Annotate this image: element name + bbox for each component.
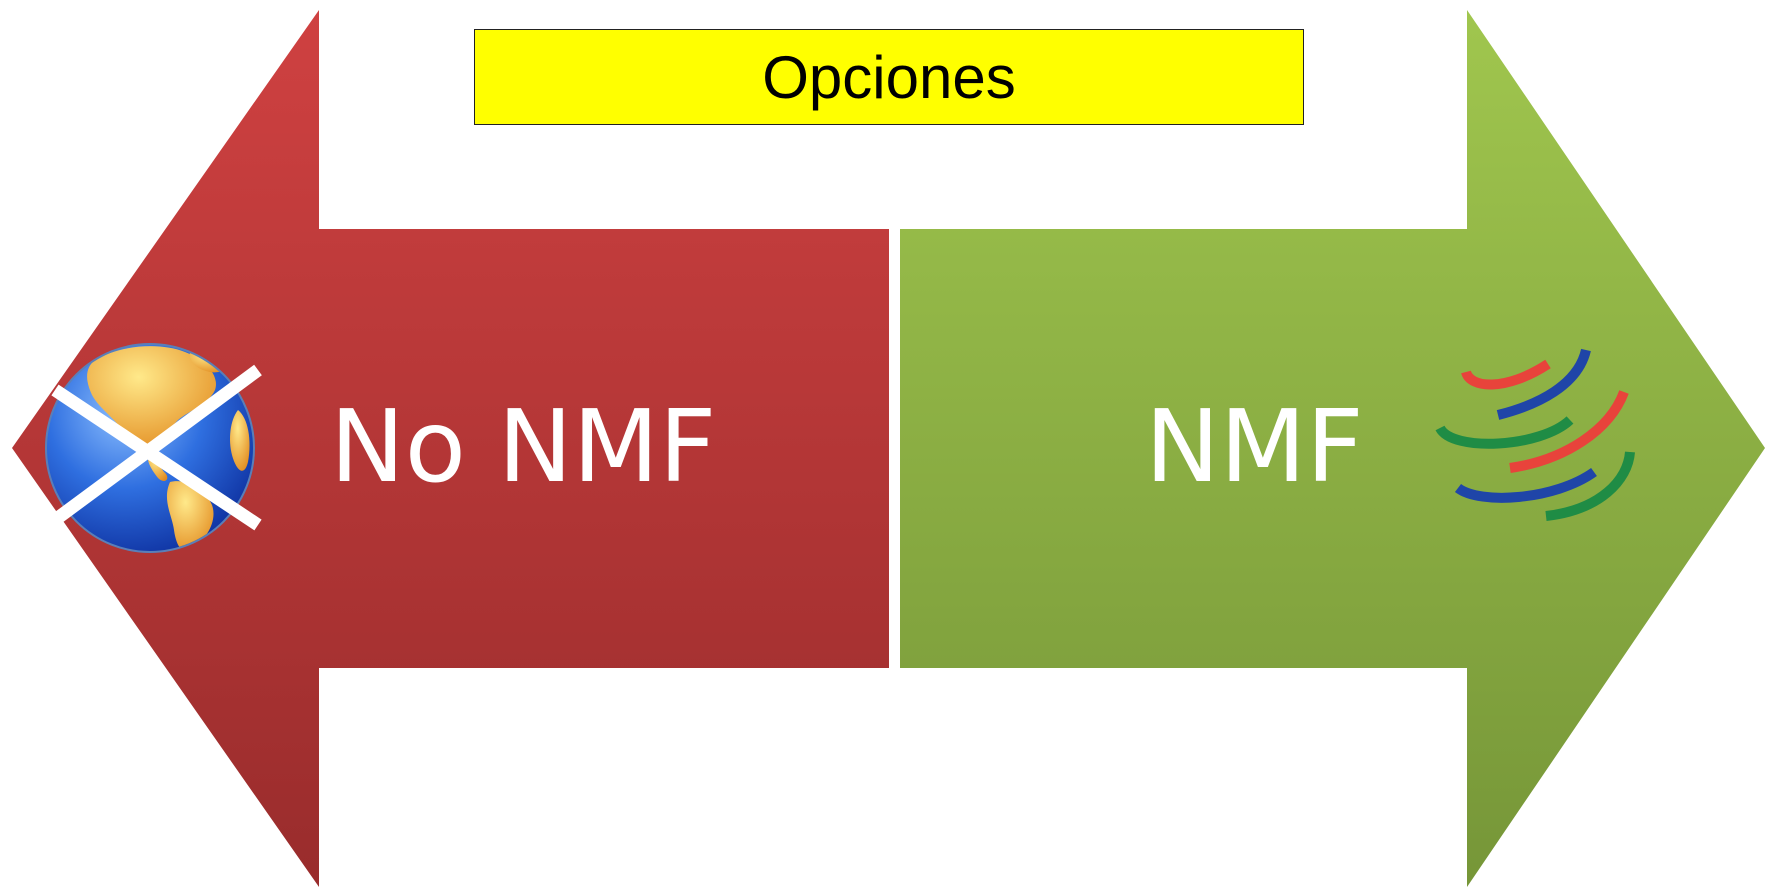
diagram-title: Opciones: [762, 43, 1016, 111]
crossed-out-globe-icon: [45, 343, 262, 553]
title-box: Opciones: [474, 29, 1304, 125]
left-option-label: No NMF: [330, 388, 717, 505]
right-arrow: [900, 10, 1765, 887]
wto-logo-icon: [1435, 348, 1635, 521]
right-option-label: NMF: [1145, 388, 1364, 505]
left-arrow: [12, 10, 889, 887]
